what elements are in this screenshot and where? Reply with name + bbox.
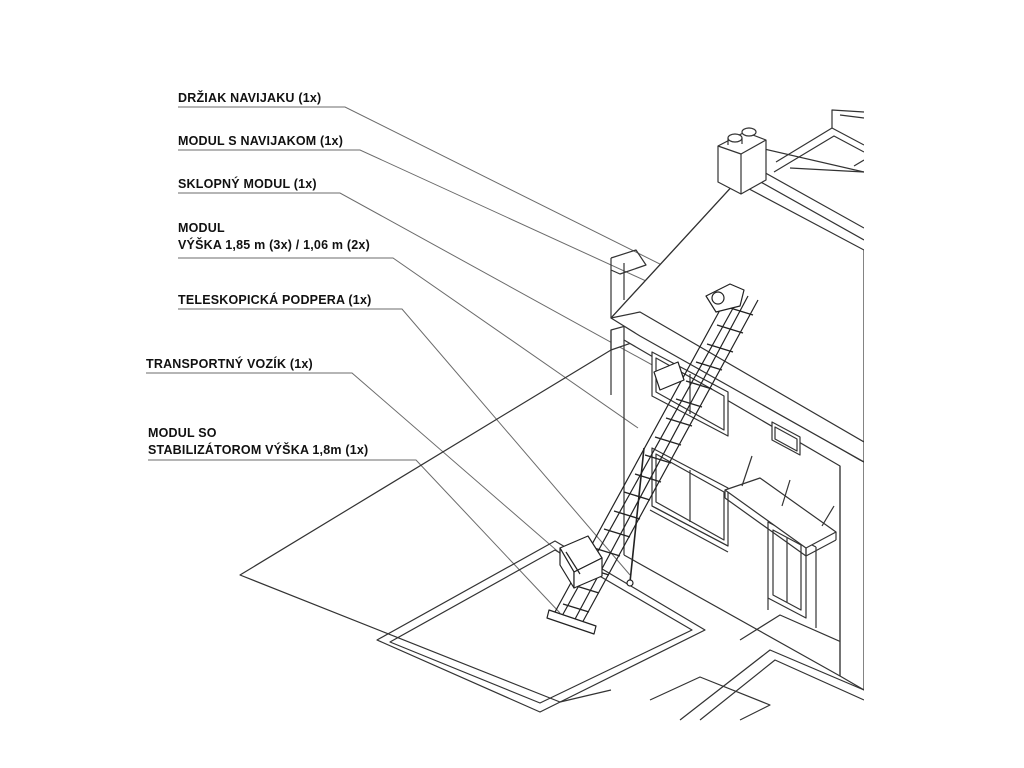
callout-text: VÝŠKA 1,85 m (3x) / 1,06 m (2x) [178, 238, 370, 252]
callout-text: TELESKOPICKÁ PODPERA (1x) [178, 293, 372, 307]
leader-stabilizer-module [148, 459, 561, 614]
leader-transport-cart [146, 372, 571, 563]
callout-winch-module: MODUL S NAVIJAKOM (1x) [178, 133, 343, 150]
callout-winch-holder: DRŽIAK NAVIJAKU (1x) [178, 90, 321, 107]
callout-text: MODUL SO [148, 426, 217, 440]
callout-text: MODUL [178, 221, 225, 235]
winch-module [705, 283, 745, 313]
ladder-rungs [562, 306, 754, 613]
callout-text: TRANSPORTNÝ VOZÍK (1x) [146, 357, 313, 371]
callout-telescopic-support: TELESKOPICKÁ PODPERA (1x) [178, 292, 371, 309]
chimney [717, 127, 767, 195]
leader-folding-module [178, 192, 666, 373]
house-door [724, 455, 837, 628]
folding-module [653, 361, 685, 391]
callout-transport-cart: TRANSPORTNÝ VOZÍK (1x) [146, 356, 313, 373]
callout-module-height: MODUL VÝŠKA 1,85 m (3x) / 1,06 m (2x) [178, 220, 370, 254]
leader-telescopic-support [178, 308, 631, 576]
ladder-lift [546, 283, 759, 635]
leader-winch-module [178, 149, 706, 309]
callout-text: MODUL S NAVIJAKOM (1x) [178, 134, 344, 148]
callout-text: DRŽIAK NAVIJAKU (1x) [178, 91, 322, 105]
leader-lines [146, 106, 719, 614]
transport-cart [559, 535, 603, 589]
ground-outline [239, 349, 864, 721]
telescopic-support [629, 447, 645, 583]
callout-text: SKLOPNÝ MODUL (1x) [178, 177, 317, 191]
leader-winch-holder [178, 106, 719, 294]
winch-drum [711, 291, 725, 305]
callout-folding-module: SKLOPNÝ MODUL (1x) [178, 176, 317, 193]
callout-stabilizer-module: MODUL SO STABILIZÁTOROM VÝŠKA 1,8m (1x) [148, 425, 368, 459]
house-roof [610, 109, 864, 463]
stabilizer-base [546, 609, 597, 635]
leader-module-height [178, 257, 639, 429]
callout-text: STABILIZÁTOROM VÝŠKA 1,8m (1x) [148, 443, 369, 457]
